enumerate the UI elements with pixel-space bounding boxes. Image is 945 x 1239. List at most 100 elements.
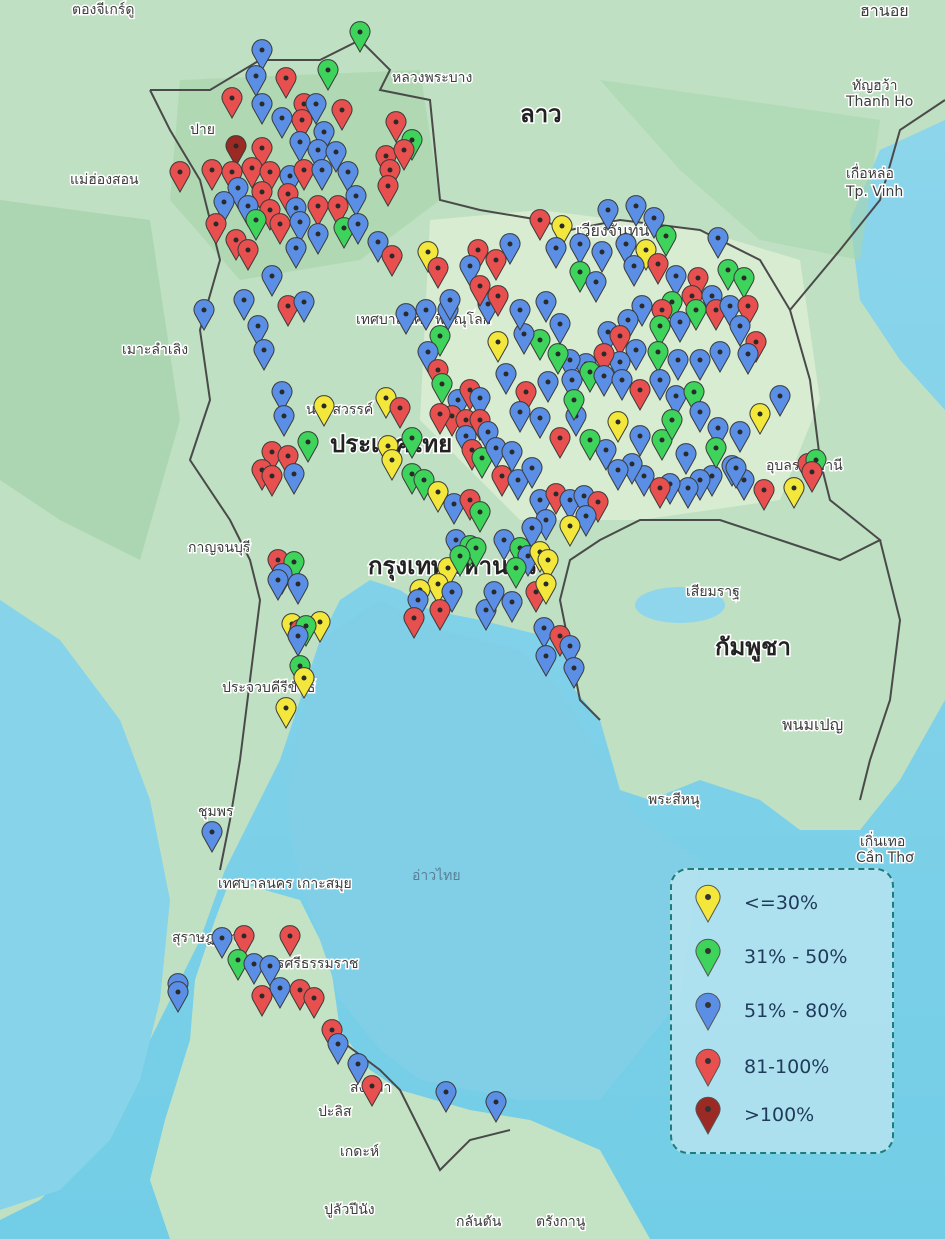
map-marker[interactable] <box>427 481 449 514</box>
map-marker[interactable] <box>277 183 299 216</box>
map-marker[interactable] <box>167 981 189 1014</box>
map-marker[interactable] <box>683 381 705 414</box>
map-marker[interactable] <box>261 465 283 498</box>
map-marker[interactable] <box>559 635 581 668</box>
map-marker[interactable] <box>647 341 669 374</box>
map-marker[interactable] <box>629 425 651 458</box>
map-marker[interactable] <box>439 289 461 322</box>
map-marker[interactable] <box>521 457 543 490</box>
map-marker[interactable] <box>753 479 775 512</box>
map-marker[interactable] <box>331 99 353 132</box>
map-marker[interactable] <box>783 477 805 510</box>
map-marker[interactable] <box>251 93 273 126</box>
map-marker[interactable] <box>347 213 369 246</box>
map-marker[interactable] <box>253 339 275 372</box>
map-marker[interactable] <box>313 395 335 428</box>
map-marker[interactable] <box>609 325 631 358</box>
map-marker[interactable] <box>563 657 585 690</box>
map-marker[interactable] <box>549 427 571 460</box>
map-marker[interactable] <box>595 439 617 472</box>
map-marker[interactable] <box>629 379 651 412</box>
map-marker[interactable] <box>495 363 517 396</box>
map-marker[interactable] <box>261 265 283 298</box>
map-marker[interactable] <box>237 239 259 272</box>
map-marker[interactable] <box>201 821 223 854</box>
map-marker[interactable] <box>193 299 215 332</box>
map-marker[interactable] <box>287 573 309 606</box>
map-marker[interactable] <box>537 371 559 404</box>
map-marker[interactable] <box>287 625 309 658</box>
map-marker[interactable] <box>245 209 267 242</box>
map-marker[interactable] <box>725 457 747 490</box>
map-marker[interactable] <box>221 161 243 194</box>
map-marker[interactable] <box>393 139 415 172</box>
map-marker[interactable] <box>435 1081 457 1114</box>
map-marker[interactable] <box>615 233 637 266</box>
map-marker[interactable] <box>501 441 523 474</box>
map-marker[interactable] <box>769 385 791 418</box>
map-marker[interactable] <box>733 267 755 300</box>
map-marker[interactable] <box>293 291 315 324</box>
map-marker[interactable] <box>429 599 451 632</box>
map-marker[interactable] <box>469 275 491 308</box>
map-marker[interactable] <box>521 517 543 550</box>
map-marker[interactable] <box>635 239 657 272</box>
map-marker[interactable] <box>459 255 481 288</box>
map-marker[interactable] <box>477 421 499 454</box>
map-marker[interactable] <box>485 1091 507 1124</box>
map-marker[interactable] <box>285 237 307 270</box>
map-marker[interactable] <box>277 445 299 478</box>
map-marker[interactable] <box>407 589 429 622</box>
map-marker[interactable] <box>269 213 291 246</box>
map-marker[interactable] <box>625 339 647 372</box>
map-marker[interactable] <box>467 239 489 272</box>
map-marker[interactable] <box>213 191 235 224</box>
map-marker[interactable] <box>631 295 653 328</box>
map-marker[interactable] <box>431 373 453 406</box>
map-marker[interactable] <box>607 459 629 492</box>
map-marker[interactable] <box>749 403 771 436</box>
map-marker[interactable] <box>651 299 673 332</box>
map-marker[interactable] <box>455 425 477 458</box>
map-marker[interactable] <box>379 159 401 192</box>
map-marker[interactable] <box>563 389 585 422</box>
map-marker[interactable] <box>381 449 403 482</box>
map-marker[interactable] <box>617 309 639 342</box>
map-marker[interactable] <box>449 545 471 578</box>
map-marker[interactable] <box>303 987 325 1020</box>
map-marker[interactable] <box>251 985 273 1018</box>
map-marker[interactable] <box>251 137 273 170</box>
map-marker[interactable] <box>621 453 643 486</box>
map-marker[interactable] <box>675 443 697 476</box>
map-marker[interactable] <box>485 249 507 282</box>
map-marker[interactable] <box>259 955 281 988</box>
map-marker[interactable] <box>345 185 367 218</box>
map-marker[interactable] <box>415 299 437 332</box>
map-marker[interactable] <box>537 549 559 582</box>
map-marker[interactable] <box>551 215 573 248</box>
map-marker[interactable] <box>655 225 677 258</box>
map-marker[interactable] <box>509 299 531 332</box>
map-marker[interactable] <box>649 369 671 402</box>
map-marker[interactable] <box>561 369 583 402</box>
map-marker[interactable] <box>689 401 711 434</box>
map-marker[interactable] <box>247 315 269 348</box>
map-marker[interactable] <box>575 505 597 538</box>
map-marker[interactable] <box>349 21 371 54</box>
map-marker[interactable] <box>293 667 315 700</box>
map-marker[interactable] <box>385 111 407 144</box>
map-marker[interactable] <box>547 343 569 376</box>
map-marker[interactable] <box>169 161 191 194</box>
map-marker[interactable] <box>283 463 305 496</box>
map-marker[interactable] <box>221 87 243 120</box>
map-marker[interactable] <box>505 557 527 590</box>
map-marker[interactable] <box>469 387 491 420</box>
map-marker[interactable] <box>499 233 521 266</box>
map-marker[interactable] <box>669 311 691 344</box>
map-marker[interactable] <box>569 261 591 294</box>
map-marker[interactable] <box>413 469 435 502</box>
map-marker[interactable] <box>289 131 311 164</box>
map-marker[interactable] <box>311 159 333 192</box>
map-marker[interactable] <box>487 285 509 318</box>
